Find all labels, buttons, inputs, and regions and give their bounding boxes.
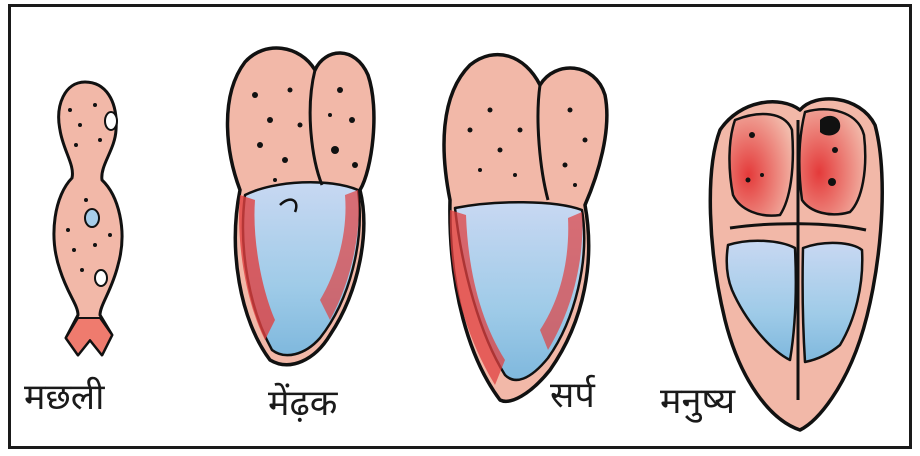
frog-heart-icon [228, 48, 374, 365]
snake-heart-icon [444, 55, 607, 402]
snake-label: सर्प [550, 378, 595, 414]
fish-label: मछली [24, 380, 105, 416]
human-label: मनुष्य [660, 384, 735, 420]
frog-label: मेंढ़क [268, 386, 337, 422]
fish-heart-icon [54, 82, 122, 355]
human-heart-icon [710, 99, 882, 430]
